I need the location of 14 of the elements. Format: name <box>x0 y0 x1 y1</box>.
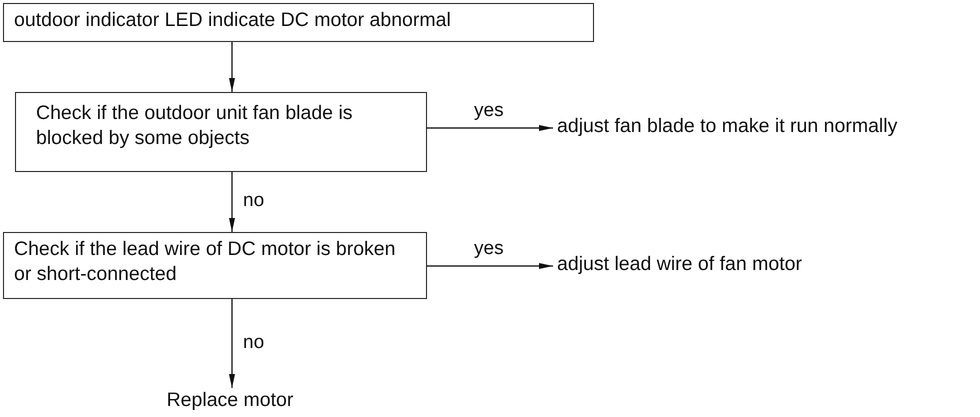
arrow <box>229 299 235 388</box>
process-box <box>3 3 594 42</box>
outcome-text: Replace motor <box>166 389 294 411</box>
outcome-text: adjust fan blade to make it run normally <box>557 115 898 137</box>
process-box <box>15 92 427 172</box>
arrow <box>229 42 235 92</box>
arrow <box>229 172 235 232</box>
box-text: Check if the lead wire of DC motor is broken or short-connected <box>14 237 396 288</box>
box-text: outdoor indicator LED indicate DC motor abnormal <box>14 8 452 33</box>
outcome-text: adjust lead wire of fan motor <box>557 253 802 275</box>
box-text: Check if the outdoor unit fan blade is blocked by some objects <box>36 101 354 152</box>
arrow <box>427 125 553 131</box>
arrow <box>427 263 553 269</box>
process-box <box>3 232 427 299</box>
